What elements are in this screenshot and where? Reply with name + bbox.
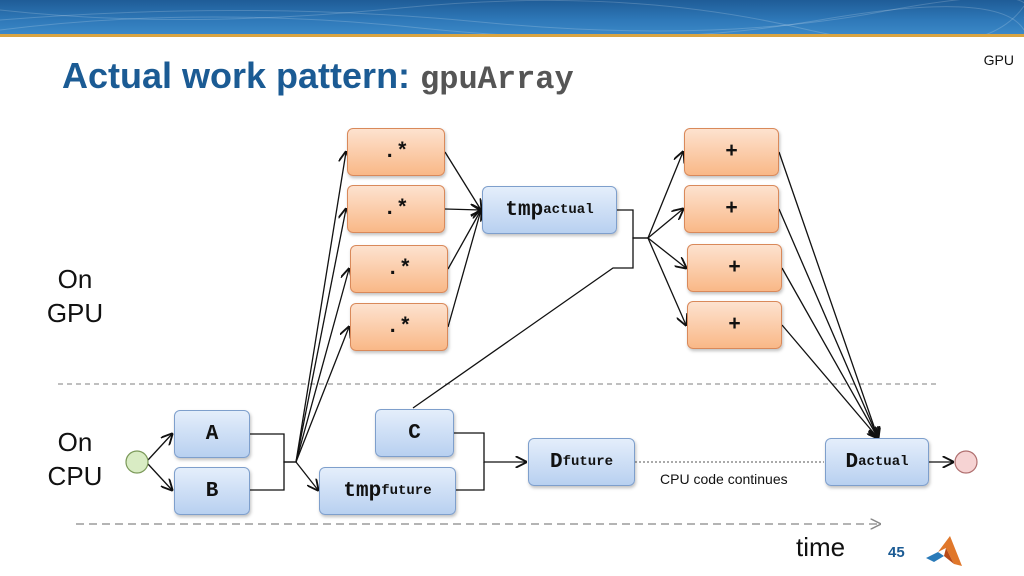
edge-tmpactual-hub2 <box>617 209 648 239</box>
edge-a-hub <box>250 433 296 463</box>
region-label-gpu: On GPU <box>30 262 120 330</box>
title-code: gpuArray <box>420 61 574 98</box>
edge-mult2-tmpactual <box>444 209 481 210</box>
edge-hub2-plus1 <box>647 152 683 239</box>
edge-c-hub2 <box>412 237 648 409</box>
edge-plus1-dactual <box>778 151 878 438</box>
d-future-sub: future <box>562 454 614 470</box>
d-future-base: D <box>549 450 563 474</box>
region-gpu-line1: On <box>57 264 93 294</box>
node-a: A <box>174 410 250 458</box>
tmp-actual-sub: actual <box>543 202 594 218</box>
edge-hub2-plus4 <box>647 237 686 325</box>
edge-hub-mult3 <box>295 269 349 463</box>
tmp-future-base: tmp <box>343 479 382 503</box>
region-cpu-line2: CPU <box>47 461 103 491</box>
node-mult-2: .* <box>347 185 445 233</box>
edge-hub-mult4 <box>295 327 349 463</box>
edge-start-a <box>147 434 172 461</box>
node-plus-1: + <box>684 128 779 176</box>
node-plus-4: + <box>687 301 782 349</box>
slide-title: Actual work pattern: gpuArray <box>62 55 574 98</box>
region-gpu-line2: GPU <box>46 298 104 328</box>
corner-tag: GPU <box>983 52 1014 68</box>
edge-plus3-dactual <box>781 267 878 438</box>
edge-mult4-tmpactual <box>447 210 481 328</box>
edge-hub-mult1 <box>295 152 346 463</box>
region-cpu-line1: On <box>57 427 93 457</box>
d-actual-sub: actual <box>858 454 909 470</box>
title-text: Actual work pattern: <box>62 55 421 96</box>
edge-tmpfuture-dfuture <box>456 462 485 491</box>
cpu-continues-note: CPU code continues <box>660 471 788 487</box>
node-plus-2: + <box>684 185 779 233</box>
edge-mult3-tmpactual <box>447 210 481 270</box>
banner-pattern <box>0 0 1024 36</box>
banner-underline <box>0 34 1024 37</box>
node-mult-3: .* <box>350 245 448 293</box>
matlab-logo-icon <box>926 536 962 566</box>
time-axis-label: time <box>796 532 846 562</box>
edge-b-hub <box>250 461 296 491</box>
edge-hub2-plus2 <box>647 209 683 239</box>
d-actual-base: D <box>845 450 859 474</box>
edge-mult1-tmpactual <box>444 151 481 210</box>
edge-hub-mult2 <box>295 209 346 463</box>
end-node <box>954 450 978 474</box>
edge-start-b <box>147 463 172 490</box>
node-mult-4: .* <box>350 303 448 351</box>
start-node <box>125 450 149 474</box>
edge-c-dfuture <box>454 432 526 462</box>
edge-hub-tmpfuture <box>295 461 318 490</box>
edge-plus2-dactual <box>778 208 878 438</box>
edge-hub2-plus3 <box>647 237 686 268</box>
node-c: C <box>375 409 454 457</box>
page-number: 45 <box>888 544 905 561</box>
region-label-cpu: On CPU <box>30 425 120 493</box>
node-mult-1: .* <box>347 128 445 176</box>
header-banner <box>0 0 1024 36</box>
edge-plus4-dactual <box>781 324 878 438</box>
node-b: B <box>174 467 250 515</box>
node-plus-3: + <box>687 244 782 292</box>
tmp-actual-base: tmp <box>505 198 544 222</box>
tmp-future-sub: future <box>381 483 432 499</box>
